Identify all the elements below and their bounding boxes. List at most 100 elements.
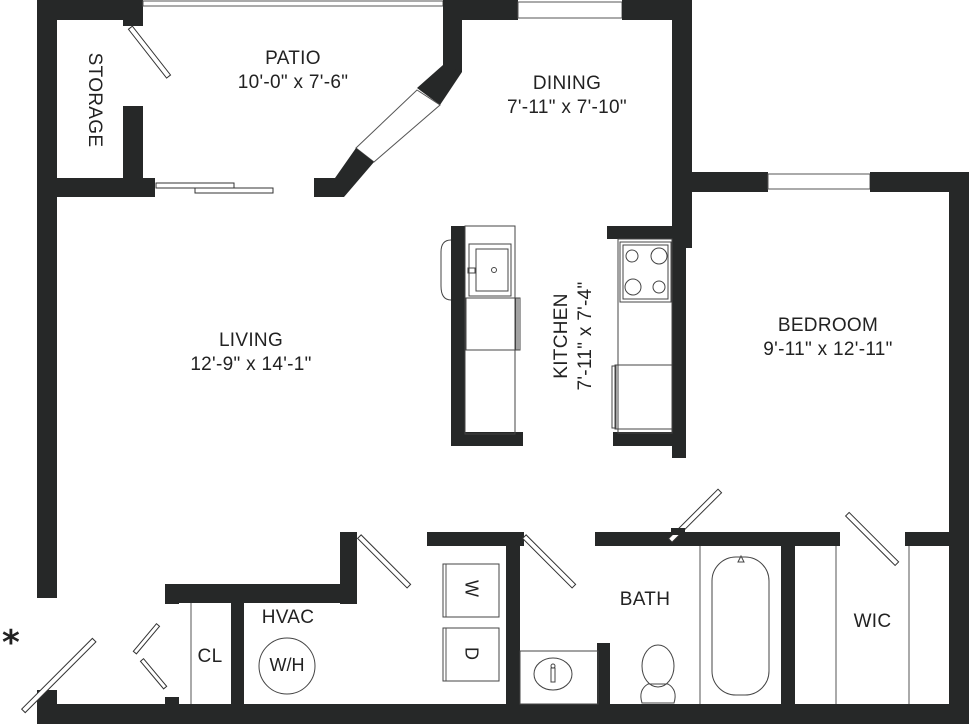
room-label-bedroom: BEDROOM 9'-11" x 12'-11" xyxy=(738,314,918,362)
kitchen-counter-right xyxy=(617,238,673,434)
room-label-closet: CL xyxy=(188,645,232,669)
room-dimensions: 9'-11" x 12'-11" xyxy=(763,339,893,360)
room-label-bath: BATH xyxy=(605,588,685,612)
sink-faucet-icon xyxy=(467,267,476,274)
room-name: STORAGE xyxy=(84,52,105,148)
dining-window xyxy=(517,1,623,19)
burner-icon xyxy=(624,278,642,296)
wall-bedroom-right xyxy=(949,172,969,724)
sink-knob-icon xyxy=(550,663,556,669)
bath-door-stop xyxy=(671,528,685,535)
wall-bottom-exterior xyxy=(37,704,969,724)
burner-icon xyxy=(650,247,668,265)
wall-kitchen-left-bottom xyxy=(451,432,523,446)
room-name: DINING xyxy=(532,73,602,94)
wall-hvac-right xyxy=(340,532,357,604)
wall-wic-top-right xyxy=(905,532,969,546)
dryer-label: D xyxy=(461,647,482,660)
refrigerator-door xyxy=(611,365,617,429)
svg-text:*: * xyxy=(2,623,20,663)
wall-storage-inner xyxy=(123,106,143,196)
dishwasher-door xyxy=(515,297,521,351)
wall-storage-top xyxy=(37,0,143,20)
room-name: HVAC xyxy=(261,607,315,628)
room-name: LIVING xyxy=(218,330,284,351)
entry-marker-icon: * xyxy=(2,623,20,663)
room-name: WIC xyxy=(853,611,892,632)
room-label-kitchen: KITCHEN 7'-11" x 7'-4" xyxy=(550,251,598,421)
toilet-tank xyxy=(640,683,676,704)
wall-bedroom-left xyxy=(672,180,686,458)
wall-bath-vanity xyxy=(597,643,610,705)
sink-faucet-icon xyxy=(550,667,556,683)
wall-hvac-post xyxy=(340,532,357,549)
entry-door[interactable] xyxy=(20,637,97,714)
room-dimensions: 7'-11" x 7'-10" xyxy=(507,97,627,118)
room-dimensions: 7'-11" x 7'-4" xyxy=(575,281,596,391)
room-label-hvac: HVAC xyxy=(248,606,328,630)
room-name: CL xyxy=(197,646,223,667)
stove xyxy=(619,241,672,303)
water-heater-circle xyxy=(258,637,316,695)
wall-kitchen-left xyxy=(451,226,465,444)
dryer xyxy=(442,627,500,682)
kitchen-sink-basin xyxy=(475,248,509,292)
wall-laundry-top xyxy=(427,532,524,546)
wall-kitchen-right-top xyxy=(607,226,679,239)
room-name: PATIO xyxy=(265,48,321,69)
washer xyxy=(442,563,500,618)
wall-bath-top xyxy=(595,532,840,546)
patio-diagonal-door[interactable] xyxy=(355,89,441,163)
wall-left-exterior xyxy=(37,0,57,598)
wall-patio-right xyxy=(443,0,462,72)
sink-drain-icon xyxy=(491,267,497,273)
room-name: BATH xyxy=(619,589,671,610)
wall-storage-bottom xyxy=(57,178,155,197)
wall-bedroom-top-left xyxy=(672,172,768,192)
wall-closet-top xyxy=(165,584,355,603)
room-dimensions: 10'-0" x 7'-6" xyxy=(237,72,349,93)
refrigerator xyxy=(614,364,673,430)
patio-top-rail xyxy=(142,0,444,7)
room-name: BEDROOM xyxy=(777,315,879,336)
room-label-patio: PATIO 10'-0" x 7'-6" xyxy=(208,47,378,95)
room-label-wic: WIC xyxy=(835,610,910,634)
room-dimensions: 12'-9" x 14'-1" xyxy=(190,354,312,375)
hvac-door[interactable] xyxy=(356,534,412,589)
closet-bifold-door[interactable] xyxy=(139,658,168,690)
burner-icon xyxy=(625,249,639,263)
wall-storage-top-stub xyxy=(123,0,143,26)
laundry-door[interactable] xyxy=(521,534,577,589)
closet-bifold-door[interactable] xyxy=(132,623,161,655)
wall-laundry-right xyxy=(506,532,520,708)
wall-closet-post xyxy=(165,584,179,604)
bedroom-window xyxy=(767,173,871,190)
washer-label: W xyxy=(461,580,482,597)
sliding-door-panel-2[interactable] xyxy=(194,187,274,194)
wall-closet-bottom-post xyxy=(165,697,179,707)
wall-bath-right xyxy=(781,540,795,706)
kitchen-counter-left xyxy=(464,225,516,435)
bathtub xyxy=(711,556,770,696)
burner-icon xyxy=(652,280,666,294)
wic-door[interactable] xyxy=(844,511,900,567)
wall-kitchen-right-bottom xyxy=(613,432,679,446)
room-label-storage: STORAGE xyxy=(82,50,106,150)
room-name: KITCHEN xyxy=(551,293,572,379)
dishwasher xyxy=(465,297,519,351)
room-label-living: LIVING 12'-9" x 14'-1" xyxy=(166,329,336,377)
stove-top xyxy=(622,244,669,300)
wall-patio-diagonal-top xyxy=(417,65,462,105)
kitchen-sink-outer xyxy=(468,243,512,297)
storage-door[interactable] xyxy=(127,25,172,79)
tub-faucet-icon xyxy=(737,554,745,563)
wall-hvac-left xyxy=(231,584,244,708)
sliding-door-panel-1[interactable] xyxy=(155,182,235,189)
bathroom-sink xyxy=(533,657,573,691)
water-heater-label: W/H xyxy=(269,655,305,675)
wall-patio-diagonal-bottom xyxy=(314,148,374,197)
vanity-counter xyxy=(519,650,599,705)
toilet-bowl xyxy=(641,644,675,688)
wall-bedroom-top-right xyxy=(870,172,969,192)
